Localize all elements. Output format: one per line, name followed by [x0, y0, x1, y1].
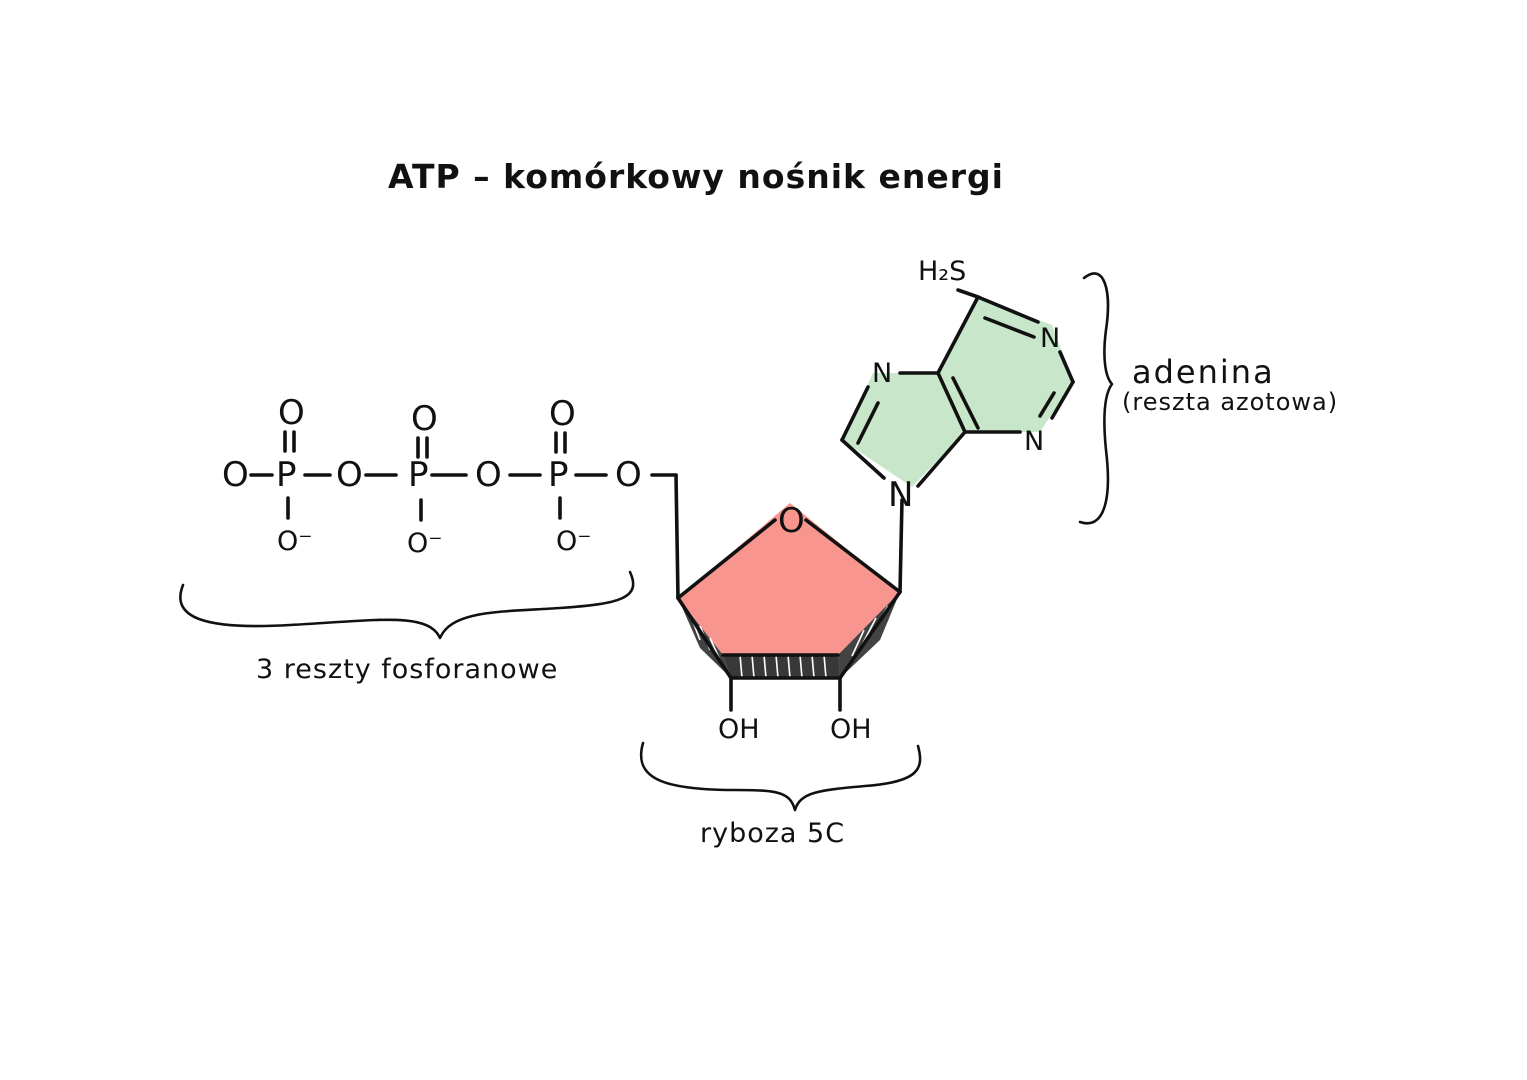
atom-ring-oxygen: O: [778, 501, 805, 541]
ribose-ring-outline: [676, 518, 902, 680]
phosphate-brace: [179, 570, 635, 640]
atom-oxygen-double-2: O: [411, 399, 438, 439]
hydroxyl-bonds: [729, 676, 842, 712]
hydroxyl-3: OH: [830, 714, 872, 745]
atom-phosphorus-3: P: [548, 455, 569, 495]
atom-oxygen-double-3: O: [549, 394, 576, 434]
adenine-label: adenina: [1132, 353, 1275, 391]
adenine-amine-group: H₂S: [918, 256, 967, 287]
phosphate-label: 3 reszty fosforanowe: [256, 654, 559, 685]
atom-oxygen-anion-3: O⁻: [556, 526, 592, 557]
ribose-label: ryboza 5C: [700, 818, 846, 849]
atom-nitrogen-n3: N: [1024, 426, 1045, 457]
atom-oxygen-bridge-1: O: [336, 455, 363, 495]
atom-nitrogen-n9: N: [888, 475, 914, 515]
atom-oxygen-ester: O: [615, 455, 642, 495]
adenine-ring-fill: [842, 297, 1073, 487]
phosphate-bonds: [249, 430, 608, 522]
atom-oxygen-terminal: O: [222, 455, 249, 495]
adenine-brace: [1078, 272, 1114, 525]
atom-oxygen-bridge-2: O: [475, 455, 502, 495]
atom-oxygen-double-1: O: [278, 393, 305, 433]
atom-nitrogen-n7: N: [872, 358, 893, 389]
atom-phosphorus-1: P: [276, 455, 297, 495]
atom-nitrogen-n1: N: [1040, 323, 1061, 354]
ribose-ring-fill: [678, 503, 900, 655]
atom-phosphorus-2: P: [408, 455, 429, 495]
hydroxyl-2: OH: [718, 714, 760, 745]
glycosidic-bond: [898, 498, 904, 594]
adenine-sublabel: (reszta azotowa): [1122, 388, 1339, 416]
atom-oxygen-anion-1: O⁻: [277, 526, 313, 557]
page-title: ATP – komórkowy nośnik energi: [388, 157, 1004, 196]
ribose-brace: [639, 741, 922, 812]
adenine-ring-outline: [840, 288, 1075, 488]
ch2-link: [650, 473, 680, 600]
atom-oxygen-anion-2: O⁻: [407, 528, 443, 559]
